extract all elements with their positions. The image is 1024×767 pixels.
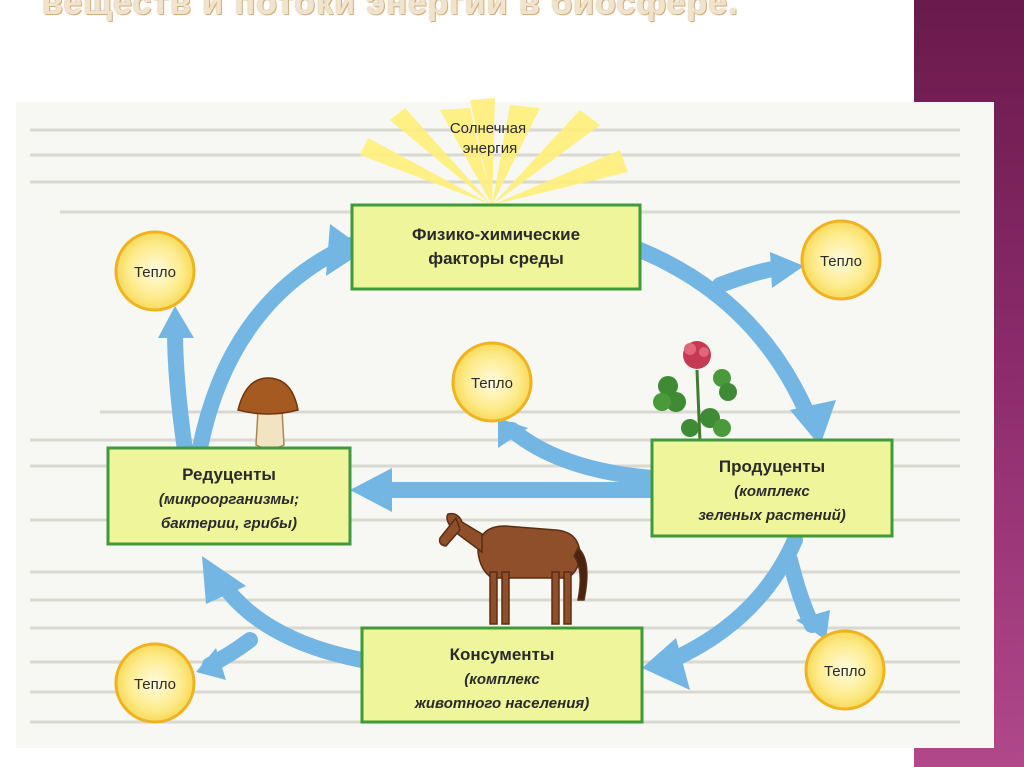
box-producers-line2: (комплекс bbox=[734, 483, 810, 500]
arrow-physchem-to-producers bbox=[632, 242, 818, 428]
heat-bottom-left: Тепло bbox=[114, 642, 196, 724]
heat-top-left-label: Тепло bbox=[134, 264, 176, 281]
arrow-producers-to-heat-center bbox=[504, 422, 660, 486]
heat-top-left: Тепло bbox=[114, 230, 196, 312]
arrowhead-heat-bottomright bbox=[796, 610, 830, 640]
heat-bottom-right-label: Тепло bbox=[824, 663, 866, 680]
arrow-physchem-to-heat-right bbox=[712, 260, 788, 293]
box-consumers-line1: Консументы bbox=[450, 645, 555, 664]
box-consumers-line3: животного населения) bbox=[414, 695, 589, 712]
box-producers-line1: Продуценты bbox=[719, 457, 825, 476]
box-reducers-line1: Редуценты bbox=[182, 465, 276, 484]
sun-rays bbox=[360, 98, 628, 205]
box-reducers-line3: бактерии, грибы) bbox=[161, 515, 297, 532]
horse-icon bbox=[438, 512, 588, 625]
slide-title: веществ и потоки энергии в биосфере. bbox=[42, 0, 739, 22]
heat-top-right: Тепло bbox=[800, 219, 882, 301]
box-physchem: Физико-химические факторы среды bbox=[350, 203, 642, 291]
arrow-heads bbox=[158, 224, 836, 690]
arrowhead-reducers-middle bbox=[350, 468, 392, 512]
arrow-consumers-to-reducers bbox=[212, 572, 370, 668]
clover-plant-icon bbox=[653, 341, 737, 443]
heat-center: Тепло bbox=[451, 341, 533, 423]
sun-label-line2: энергия bbox=[463, 140, 518, 157]
box-producers: Продуценты (комплекс зеленых растений) bbox=[650, 438, 894, 538]
box-consumers-line2: (комплекс bbox=[464, 671, 540, 688]
arrowhead-heat-left bbox=[158, 306, 194, 338]
arrowhead-heat-center bbox=[498, 418, 528, 448]
box-reducers: Редуценты (микроорганизмы; бактерии, гри… bbox=[106, 446, 352, 546]
arrowhead-producers bbox=[790, 400, 836, 446]
arrowhead-consumers bbox=[642, 638, 690, 690]
box-reducers-line2: (микроорганизмы; bbox=[159, 491, 299, 508]
box-physchem-line2: факторы среды bbox=[428, 249, 564, 268]
box-producers-line3: зеленых растений) bbox=[698, 507, 846, 524]
arrow-producers-to-heat-bottomright bbox=[782, 552, 820, 633]
heat-center-label: Тепло bbox=[471, 375, 513, 392]
arrowhead-physchem bbox=[326, 224, 366, 276]
arrow-reducers-to-heat-left bbox=[167, 322, 193, 458]
arrowhead-heat-bottomleft bbox=[196, 648, 226, 680]
arrow-reducers-to-physchem bbox=[192, 237, 358, 456]
arrowhead-reducers-bottom bbox=[202, 556, 246, 604]
sun-label-line1: Солнечная bbox=[450, 120, 526, 137]
heat-bottom-right: Тепло bbox=[804, 629, 886, 711]
box-physchem-line1: Физико-химические bbox=[412, 225, 580, 244]
mushroom-icon bbox=[237, 377, 299, 450]
box-consumers: Консументы (комплекс животного населения… bbox=[360, 626, 644, 724]
heat-top-right-label: Тепло bbox=[820, 253, 862, 270]
heat-bottom-left-label: Тепло bbox=[134, 676, 176, 693]
arrowhead-heat-right bbox=[770, 252, 804, 288]
